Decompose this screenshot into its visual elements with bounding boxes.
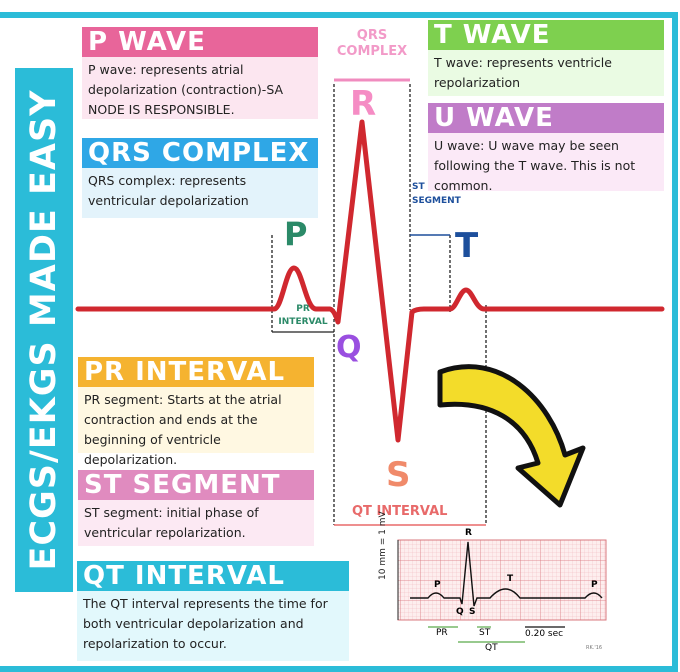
s-label: S [386, 455, 411, 495]
p-label: P [284, 215, 308, 253]
mini-pr: PR [436, 628, 448, 638]
card-heading: QT INTERVAL [77, 561, 349, 591]
mini-st: ST [479, 628, 491, 638]
t-label: T [455, 226, 479, 266]
y-scale-label: 10 mm = 1 mV [378, 511, 388, 580]
p-wave-card: P WAVE P wave: represents atrial depolar… [82, 27, 318, 119]
mini-ecg-trace [410, 541, 603, 607]
qt-interval-label: QT INTERVAL [352, 504, 448, 519]
title-banner: ECGS/EKGS MADE EASY [15, 68, 73, 592]
u-wave-card: U WAVE U wave: U wave may be seen follow… [428, 103, 664, 193]
card-text: U wave: U wave may be seen following the… [428, 133, 664, 193]
card-heading: PR INTERVAL [78, 357, 314, 387]
ecg-grid-lines [397, 539, 607, 621]
qt-interval-card: QT INTERVAL The QT interval represents t… [77, 561, 349, 661]
card-text: The QT interval represents the time for … [77, 591, 349, 661]
st-label-line1: ST [412, 182, 425, 192]
mini-t: T [507, 574, 514, 584]
qrs-label-line1: QRS [356, 28, 388, 43]
pr-interval-card: PR INTERVAL PR segment: Starts at the at… [78, 357, 314, 467]
q-label: Q [336, 330, 362, 365]
pr-label-line2: INTERVAL [278, 317, 328, 327]
st-segment-card: ST SEGMENT ST segment: initial phase of … [78, 470, 314, 546]
card-heading: QRS COMPLEX [82, 138, 318, 168]
t-wave-card: T WAVE T wave: represents ventricle repo… [428, 20, 664, 96]
pr-label-line1: PR [296, 304, 310, 314]
ecg-diagram [75, 78, 665, 526]
card-text: P wave: represents atrial depolarization… [82, 57, 318, 119]
card-text: PR segment: Starts at the atrial contrac… [78, 387, 314, 467]
mini-s: S [469, 607, 476, 617]
card-text: ST segment: initial phase of ventricular… [78, 500, 314, 546]
ecg-trace [75, 119, 665, 443]
qrs-label-line2: COMPLEX [336, 44, 408, 59]
card-heading: ST SEGMENT [78, 470, 314, 500]
arrow-icon [437, 364, 586, 508]
mini-qt: QT [485, 643, 498, 653]
mini-ecg [397, 539, 607, 643]
st-segment-label: ST SEGMENT [412, 180, 461, 208]
r-label: R [350, 84, 377, 124]
mini-p1: P [434, 580, 441, 590]
mini-time-scale: 0.20 sec [525, 629, 564, 639]
pr-interval-label: PR INTERVAL [273, 303, 333, 329]
mini-p2: P [591, 580, 598, 590]
mini-q: Q [456, 607, 464, 617]
card-text: QRS complex: represents ventricular depo… [82, 168, 318, 218]
mini-r: R [465, 528, 472, 538]
card-heading: U WAVE [428, 103, 664, 133]
qrs-card: QRS COMPLEX QRS complex: represents vent… [82, 138, 318, 218]
card-text: T wave: represents ventricle repolarizat… [428, 50, 664, 96]
credit: RK.'16 [586, 645, 603, 651]
st-label-line2: SEGMENT [412, 196, 461, 206]
card-heading: P WAVE [82, 27, 318, 57]
card-heading: T WAVE [428, 20, 664, 50]
